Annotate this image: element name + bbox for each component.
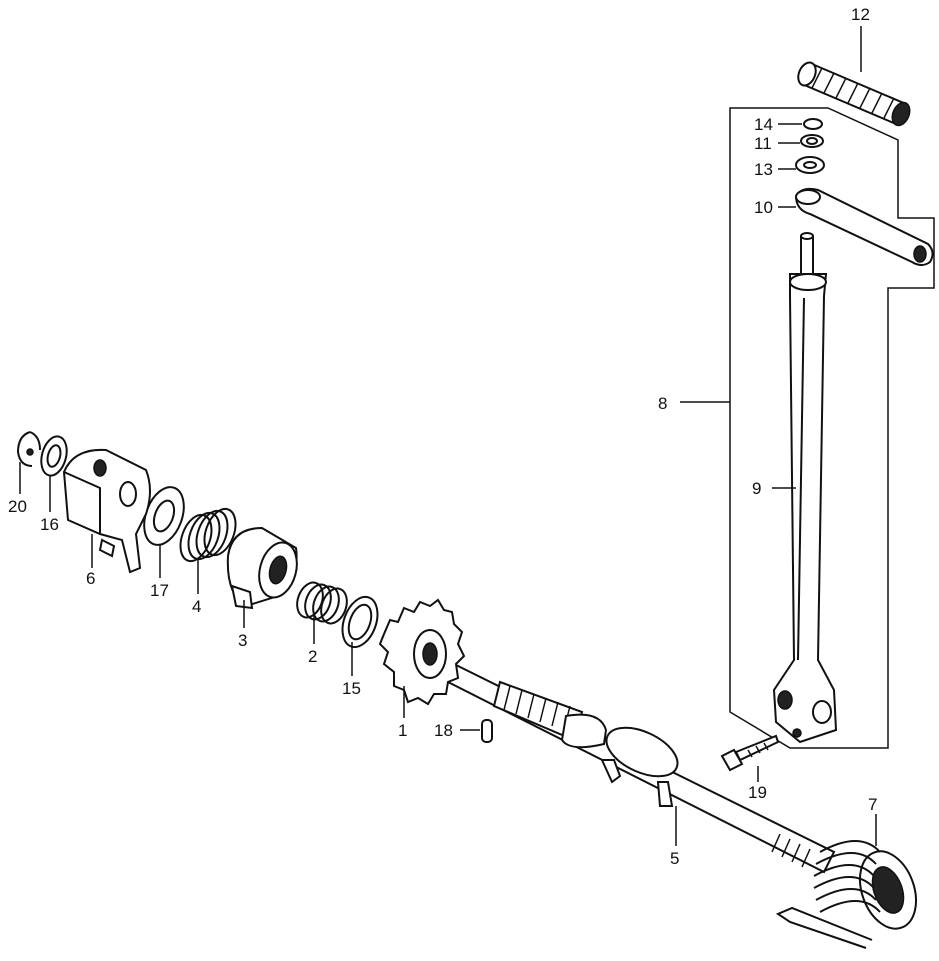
washer-16	[40, 435, 68, 477]
circlip-20	[16, 431, 41, 467]
callout-12: 12	[851, 5, 870, 24]
callout-4: 4	[192, 597, 201, 616]
assembly-frame-8	[729, 107, 935, 749]
bolt-19	[720, 734, 780, 772]
kick-rubber-12	[797, 61, 911, 127]
callout-5: 5	[670, 849, 679, 868]
washer-15	[341, 595, 379, 649]
callout-10: 10	[754, 198, 773, 217]
callout-16: 16	[40, 515, 59, 534]
callout-19: 19	[748, 783, 767, 802]
callout-20: 20	[8, 497, 27, 516]
callout-11: 11	[754, 134, 772, 153]
callout-8: 8	[658, 394, 667, 413]
callout-3: 3	[238, 631, 247, 650]
callout-14: 14	[754, 115, 773, 134]
callout-7: 7	[868, 795, 877, 814]
circlip-14	[803, 118, 823, 130]
drive-gear-1	[378, 598, 466, 706]
pin-18	[481, 719, 493, 743]
kick-lever-9	[772, 232, 838, 744]
ratchet-3	[226, 526, 298, 610]
callout-1: 1	[398, 721, 407, 740]
washer-11	[800, 134, 824, 148]
spring-washer-13	[795, 156, 825, 174]
callout-2: 2	[308, 647, 317, 666]
return-spring-7	[775, 840, 918, 949]
callout-9: 9	[752, 479, 761, 498]
callout-17: 17	[150, 581, 169, 600]
ratchet-spring-4	[179, 507, 237, 563]
washer-11-inner	[806, 137, 818, 145]
callout-18: 18	[434, 721, 453, 740]
ratchet-guide-6	[62, 448, 151, 574]
kick-arm-10	[794, 187, 934, 266]
spring-2	[296, 581, 348, 625]
callout-13: 13	[754, 160, 773, 179]
callout-15: 15	[342, 679, 361, 698]
spring-washer-13-inner	[803, 161, 817, 169]
callout-6: 6	[86, 569, 95, 588]
